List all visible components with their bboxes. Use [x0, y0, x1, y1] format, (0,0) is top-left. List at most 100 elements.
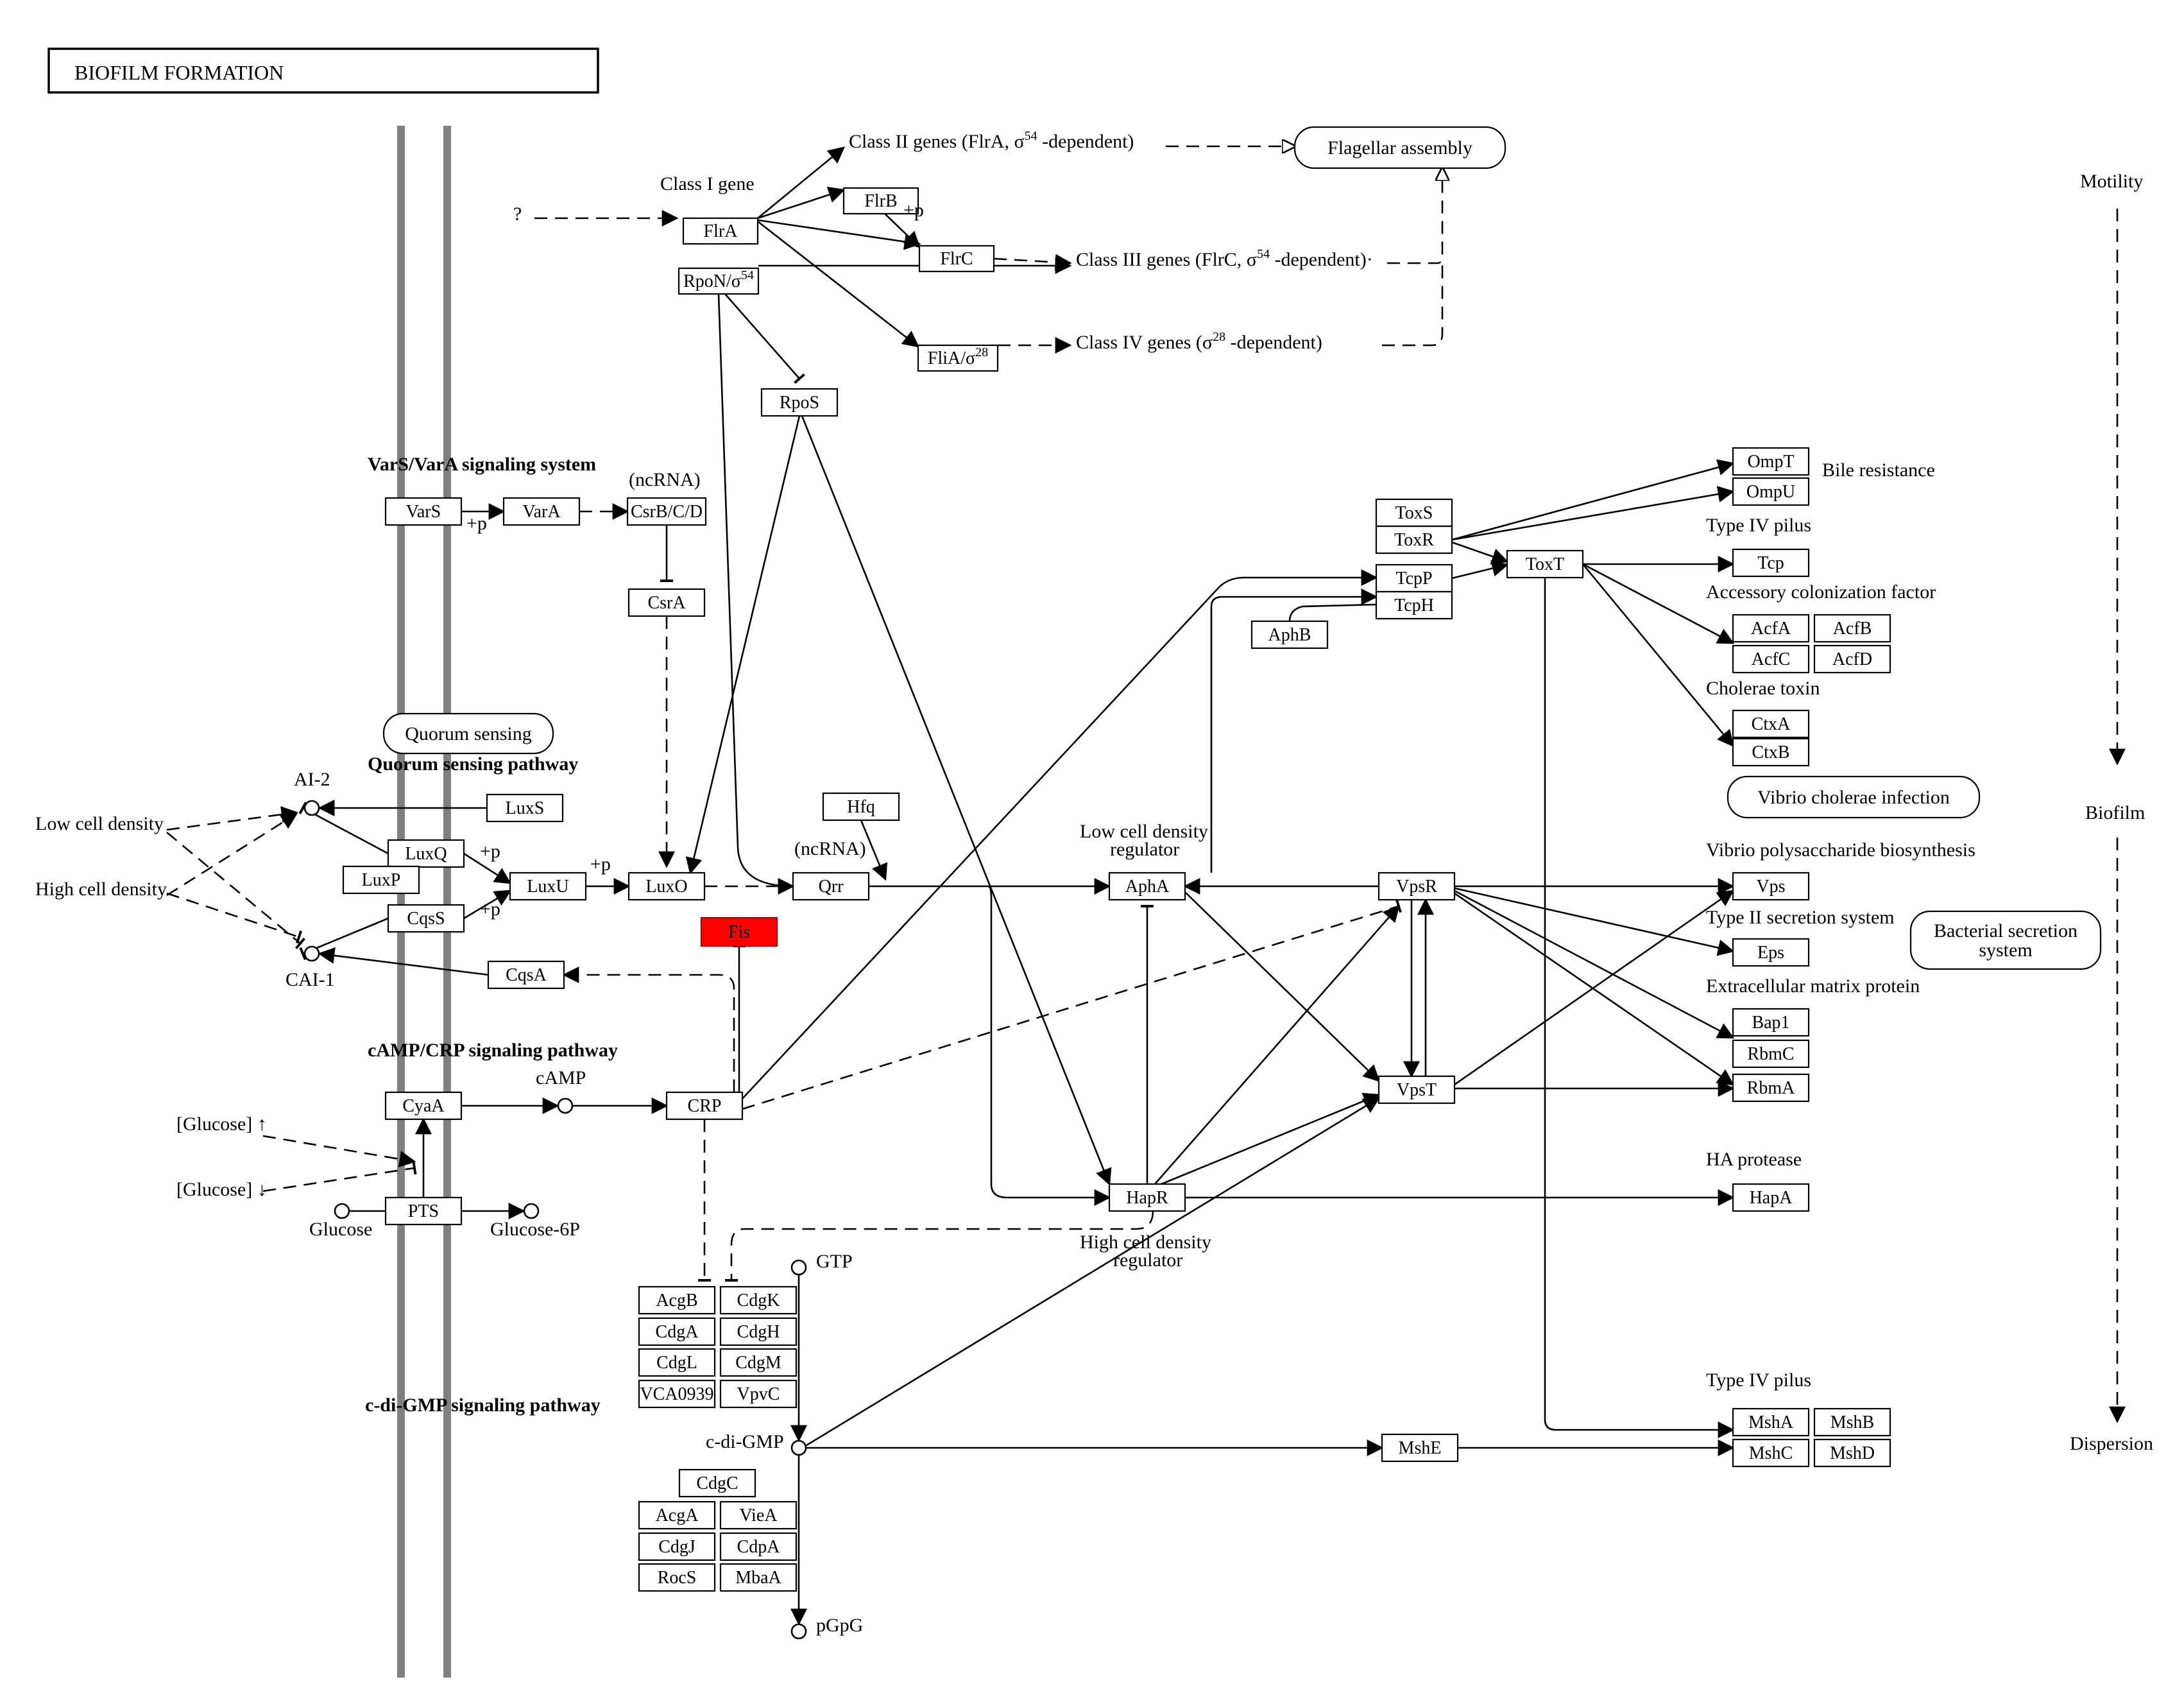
- map-link-quorum[interactable]: Quorum sensing: [382, 712, 554, 755]
- node-hapr[interactable]: HapR: [1108, 1183, 1186, 1212]
- node-toxs[interactable]: ToxS: [1375, 498, 1453, 528]
- node-acgb[interactable]: AcgB: [638, 1285, 716, 1315]
- node-cdgh[interactable]: CdgH: [719, 1317, 798, 1346]
- node-toxr[interactable]: ToxR: [1375, 525, 1453, 554]
- node-box[interactable]: [638, 1379, 716, 1409]
- node-box[interactable]: [384, 1196, 463, 1226]
- node-box[interactable]: [719, 1379, 798, 1409]
- node-bap1[interactable]: Bap1: [1732, 1008, 1810, 1037]
- node-box[interactable]: [918, 245, 995, 273]
- node-csrbcd[interactable]: CsrB/C/D: [626, 497, 707, 526]
- map-link-box[interactable]: [1727, 775, 1981, 819]
- node-box[interactable]: [1381, 1433, 1459, 1463]
- node-box[interactable]: [719, 1563, 798, 1592]
- node-box[interactable]: [1732, 614, 1810, 643]
- node-acga[interactable]: AcgA: [638, 1500, 716, 1530]
- node-box[interactable]: [842, 187, 919, 215]
- node-cdgm[interactable]: CdgM: [719, 1348, 798, 1377]
- node-box[interactable]: [1732, 548, 1810, 578]
- compound-cdigmp[interactable]: [790, 1439, 807, 1456]
- node-cdga[interactable]: CdgA: [638, 1317, 716, 1346]
- compound-gtp[interactable]: [790, 1259, 807, 1276]
- node-hapa[interactable]: HapA: [1732, 1183, 1810, 1212]
- node-ompt[interactable]: OmpT: [1732, 447, 1810, 476]
- node-flra[interactable]: FlrA: [682, 217, 759, 245]
- node-box[interactable]: [1732, 1008, 1810, 1037]
- node-box[interactable]: [486, 793, 564, 823]
- node-luxp[interactable]: LuxP: [342, 865, 420, 895]
- node-luxs[interactable]: LuxS: [486, 793, 564, 823]
- node-msha[interactable]: MshA: [1732, 1407, 1810, 1437]
- node-cdgc[interactable]: CdgC: [678, 1468, 756, 1498]
- node-box[interactable]: [1732, 644, 1810, 674]
- node-aphb[interactable]: AphB: [1250, 620, 1329, 649]
- node-box[interactable]: [719, 1285, 798, 1315]
- node-cdgl[interactable]: CdgL: [638, 1348, 716, 1377]
- node-vpst[interactable]: VpsT: [1378, 1075, 1456, 1104]
- node-rocs[interactable]: RocS: [638, 1563, 716, 1592]
- node-vca0939[interactable]: VCA0939: [638, 1379, 716, 1409]
- node-box[interactable]: [1813, 1438, 1891, 1468]
- node-pts[interactable]: PTS: [384, 1196, 463, 1226]
- compound-camp[interactable]: [557, 1097, 574, 1114]
- node-box[interactable]: [700, 916, 778, 947]
- node-box[interactable]: [1732, 737, 1810, 767]
- map-link-vibrio[interactable]: Vibrio cholerae infection: [1727, 775, 1981, 819]
- node-box[interactable]: [719, 1348, 798, 1377]
- node-ctxa[interactable]: CtxA: [1732, 709, 1810, 739]
- node-box[interactable]: [1813, 644, 1891, 674]
- node-box[interactable]: [917, 344, 999, 372]
- node-vars[interactable]: VarS: [384, 497, 463, 526]
- compound-g6p[interactable]: [523, 1203, 540, 1219]
- node-vpsr[interactable]: VpsR: [1378, 872, 1456, 901]
- node-box[interactable]: [1732, 938, 1810, 967]
- node-flrb[interactable]: FlrB: [842, 187, 919, 215]
- node-tcph[interactable]: TcpH: [1375, 590, 1453, 620]
- node-mshe[interactable]: MshE: [1381, 1433, 1459, 1463]
- node-box[interactable]: [1813, 614, 1891, 643]
- node-box[interactable]: [384, 1091, 463, 1121]
- map-link-box[interactable]: [1293, 126, 1506, 169]
- node-flia[interactable]: FliA/σ28: [917, 344, 999, 372]
- node-box[interactable]: [1732, 1039, 1810, 1069]
- node-viea[interactable]: VieA: [719, 1500, 798, 1530]
- node-tcpp[interactable]: TcpP: [1375, 563, 1453, 593]
- node-box[interactable]: [1108, 872, 1186, 901]
- map-link-flagellar[interactable]: Flagellar assembly: [1293, 126, 1506, 169]
- node-box[interactable]: [760, 388, 839, 417]
- node-rbmc[interactable]: RbmC: [1732, 1039, 1810, 1069]
- node-box[interactable]: [627, 588, 706, 617]
- node-csra[interactable]: CsrA: [627, 588, 706, 617]
- node-box[interactable]: [638, 1348, 716, 1377]
- node-box[interactable]: [719, 1532, 798, 1561]
- node-box[interactable]: [822, 792, 900, 821]
- node-toxt[interactable]: ToxT: [1506, 549, 1584, 579]
- node-apha[interactable]: AphA: [1108, 872, 1186, 901]
- node-ctxb[interactable]: CtxB: [1732, 737, 1810, 767]
- node-box[interactable]: [1375, 498, 1453, 528]
- node-fis[interactable]: Fis: [700, 916, 778, 947]
- node-box[interactable]: [487, 960, 565, 990]
- node-rpon[interactable]: RpoN/σ54: [678, 267, 760, 295]
- node-rpos[interactable]: RpoS: [760, 388, 839, 417]
- node-acfc[interactable]: AcfC: [1732, 644, 1810, 674]
- node-box[interactable]: [1506, 549, 1584, 579]
- node-luxu[interactable]: LuxU: [509, 872, 587, 901]
- node-box[interactable]: [387, 839, 465, 868]
- compound-cai1[interactable]: [303, 945, 320, 962]
- node-box[interactable]: [502, 497, 581, 526]
- node-box[interactable]: [1732, 1438, 1810, 1468]
- compound-pgpg[interactable]: [790, 1623, 807, 1640]
- node-box[interactable]: [1732, 1183, 1810, 1212]
- node-box[interactable]: [1378, 1075, 1456, 1104]
- node-luxo[interactable]: LuxO: [627, 872, 706, 901]
- node-box[interactable]: [638, 1532, 716, 1561]
- node-cdpa[interactable]: CdpA: [719, 1532, 798, 1561]
- node-box[interactable]: [638, 1563, 716, 1592]
- node-box[interactable]: [509, 872, 587, 901]
- node-box[interactable]: [1732, 872, 1810, 901]
- node-box[interactable]: [665, 1091, 744, 1121]
- node-cqss[interactable]: CqsS: [387, 904, 465, 933]
- node-rbma[interactable]: RbmA: [1732, 1073, 1810, 1103]
